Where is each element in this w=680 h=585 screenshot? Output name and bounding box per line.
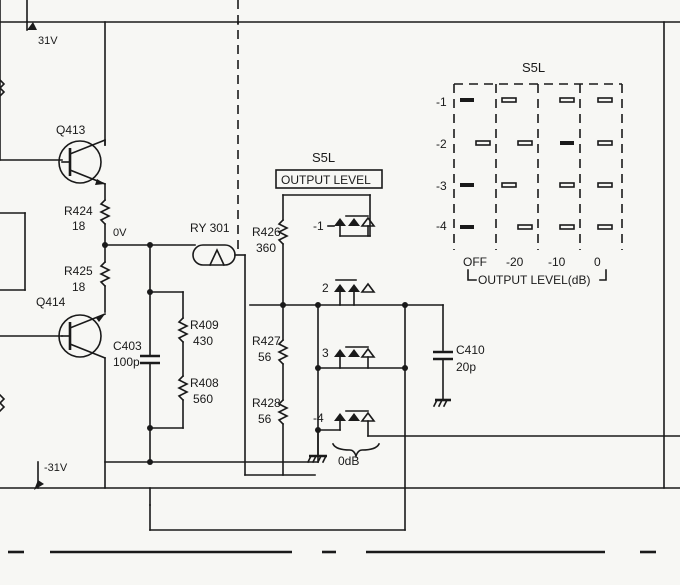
resistor-r409-r408: R409 430 R408 560 xyxy=(149,291,219,429)
c410-value: 20p xyxy=(456,360,476,374)
c410-name: C410 xyxy=(456,343,485,357)
r409-value: 430 xyxy=(193,334,213,348)
table-col-off: OFF xyxy=(463,255,487,269)
table-row-1: -1 xyxy=(436,95,447,109)
supply-neg-label: -31V xyxy=(44,462,68,474)
r428-value: 56 xyxy=(258,412,272,426)
r424-name: R424 xyxy=(64,204,93,218)
table-row-3: -3 xyxy=(436,179,447,193)
transistor-q414: Q414 xyxy=(36,295,107,489)
table-row-2: -2 xyxy=(436,137,447,151)
table-col-20: -20 xyxy=(506,255,524,269)
c403-value: 100p xyxy=(113,355,140,369)
output-node: 0V xyxy=(102,227,196,248)
capacitor-c410: C410 20p xyxy=(432,343,485,408)
switch-pos-1: -1 xyxy=(313,219,324,233)
switch-position-table: S5L -1 -2 -3 -4 OFF -20 -10 0 OUT xyxy=(436,60,623,287)
r425-name: R425 xyxy=(64,264,93,278)
r408-name: R408 xyxy=(190,376,219,390)
attenuator-ladder: R426 360 R427 56 R428 56 xyxy=(249,194,371,476)
resistor-r424: R424 18 xyxy=(64,198,111,246)
switch-pos-3: 3 xyxy=(322,346,329,360)
relay-ry301: RY 301 xyxy=(190,221,316,476)
switch-title-box xyxy=(275,169,383,189)
zero-db-label: 0dB xyxy=(338,454,359,468)
table-row-4: -4 xyxy=(436,219,447,233)
r408-value: 560 xyxy=(193,392,213,406)
r426-value: 360 xyxy=(256,241,276,255)
capacitor-c403: C403 100p xyxy=(113,242,160,465)
positive-supply: 31V xyxy=(26,0,106,146)
output-bus xyxy=(149,302,444,531)
table-caption: OUTPUT LEVEL(dB) xyxy=(478,273,590,287)
switch-pos-2: 2 xyxy=(322,281,329,295)
left-edge-wiring xyxy=(0,0,63,413)
q413-label: Q413 xyxy=(56,123,86,137)
switch-pos-4: -4 xyxy=(313,411,324,425)
resistor-r425: R425 18 xyxy=(64,244,111,313)
table-title: S5L xyxy=(522,60,545,75)
c403-name: C403 xyxy=(113,339,142,353)
transistor-q413: Q413 xyxy=(56,123,107,201)
r427-name: R427 xyxy=(252,334,281,348)
r409-name: R409 xyxy=(190,318,219,332)
switch-contacts: -1 2 3 -4 xyxy=(306,215,680,468)
r425-value: 18 xyxy=(72,280,86,294)
r426-name: R426 xyxy=(252,225,281,239)
r428-name: R428 xyxy=(252,396,281,410)
table-col-0: 0 xyxy=(594,255,601,269)
table-col-10: -10 xyxy=(548,255,566,269)
negative-supply: -31V xyxy=(34,461,68,490)
zero-volt-label: 0V xyxy=(113,227,127,239)
switch-name: S5L xyxy=(312,150,335,165)
r427-value: 56 xyxy=(258,350,272,364)
r424-value: 18 xyxy=(72,219,86,233)
q414-label: Q414 xyxy=(36,295,66,309)
supply-pos-label: 31V xyxy=(38,35,58,47)
switch-title: OUTPUT LEVEL xyxy=(281,173,371,187)
relay-label: RY 301 xyxy=(190,221,230,235)
